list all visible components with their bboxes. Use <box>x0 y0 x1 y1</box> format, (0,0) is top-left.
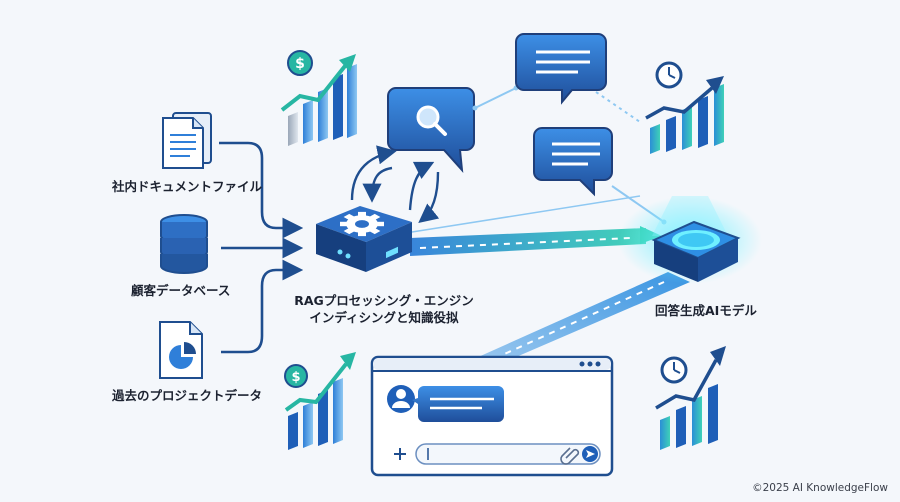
connector-search-to-bubble <box>474 87 517 109</box>
svg-text:$: $ <box>291 370 300 385</box>
dollar-coin-icon: $ <box>287 50 313 76</box>
engine-label: RAGプロセッシング・エンジン インディシングと知識役拟 <box>284 292 484 326</box>
user-avatar-icon <box>387 385 415 413</box>
pie-chart-document-icon <box>159 321 203 379</box>
rising-bar-chart-icon <box>284 352 356 450</box>
clock-icon <box>660 356 688 384</box>
magnifier-bubble-icon <box>387 87 475 173</box>
source-label-projects: 過去のプロジェクトデータ <box>112 388 263 403</box>
source-label-database: 顧客データベース <box>131 283 231 298</box>
chat-input[interactable] <box>415 443 601 465</box>
chat-window <box>370 355 614 477</box>
dollar-coin-icon: $ <box>284 364 308 388</box>
document-icon <box>162 112 212 169</box>
paperclip-icon[interactable] <box>560 447 580 465</box>
glowing-ai-chip-icon <box>618 196 762 284</box>
rising-bar-chart-icon <box>655 346 726 450</box>
send-icon[interactable] <box>582 446 598 462</box>
model-label: 回答生成AIモデル <box>655 303 757 318</box>
copyright-text: ©2025 AI KnowledgeFlow <box>752 482 888 494</box>
connector-documents <box>219 141 304 239</box>
connector-projects <box>221 259 304 354</box>
feedback-arrows <box>350 145 440 224</box>
engine-label-line1: RAGプロセッシング・エンジン <box>294 293 474 308</box>
engine-label-line2: インディシングと知識役拟 <box>309 310 459 325</box>
chat-bubble-icon <box>515 33 607 105</box>
chat-bubble-icon <box>533 127 613 197</box>
source-label-documents: 社内ドキュメントファイル <box>112 179 263 194</box>
svg-text:$: $ <box>295 56 305 72</box>
clock-icon <box>655 61 683 89</box>
gear-icon <box>340 211 384 237</box>
rising-bar-chart-icon <box>645 76 724 154</box>
database-icon <box>160 214 208 274</box>
rising-bar-chart-icon <box>280 54 357 146</box>
plus-icon[interactable] <box>394 448 406 460</box>
